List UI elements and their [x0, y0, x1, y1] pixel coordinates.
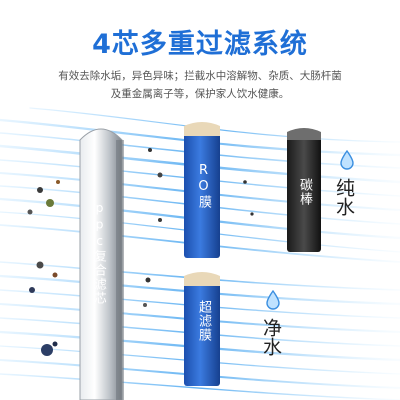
page-title: 4芯多重过滤系统	[92, 29, 308, 60]
ppc-cartridge-label: ppc复合滤芯	[92, 200, 107, 306]
ro-membrane-label: RO膜	[196, 163, 211, 209]
water-drop-icon	[340, 150, 354, 170]
ultrafiltration-label: 超滤膜	[196, 300, 211, 342]
description-line-2: 及重金属离子等，保护家人饮水健康。	[110, 88, 290, 100]
carbon-rod	[287, 128, 321, 252]
clean-water-label: 净水	[260, 318, 282, 356]
ppc-cartridge	[79, 128, 124, 400]
water-drop-icon	[266, 290, 280, 310]
impurity-particles	[27, 148, 254, 356]
description-line-1: 有效去除水垢，异色异味；拦截水中溶解物、杂质、大肠杆菌	[58, 70, 342, 82]
ultrafiltration-membrane	[184, 272, 220, 386]
carbon-rod-label: 碳棒	[297, 178, 312, 206]
pure-water-label: 纯水	[333, 178, 355, 216]
ro-membrane	[184, 122, 220, 258]
